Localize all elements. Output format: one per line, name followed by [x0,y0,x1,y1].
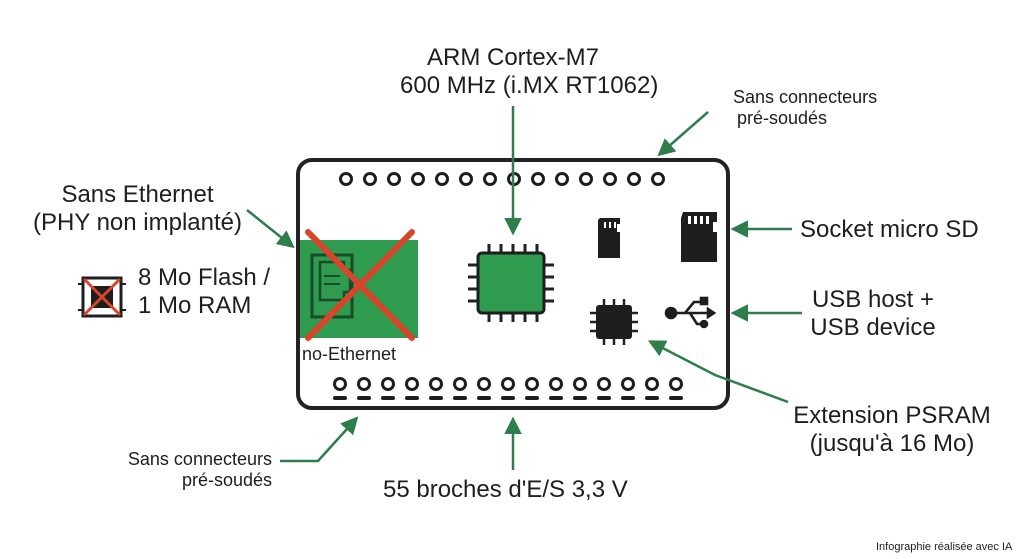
top-headers-label: Sans connecteurs pré-soudés [733,87,877,128]
header-pad [501,377,515,391]
header-pad [363,172,377,186]
header-pad [381,377,395,391]
header-pad-trace [405,396,419,400]
header-pad [645,377,659,391]
header-pad [357,377,371,391]
header-pad [459,172,473,186]
psram-chip-icon [590,299,638,345]
ethernet-label: Sans Ethernet (PHY non implanté) [20,181,255,236]
ethernet-line1: Sans Ethernet [61,181,214,208]
arrow-top-headers [657,111,709,157]
header-pad-trace [621,396,635,400]
header-pad [555,172,569,186]
header-pad [669,377,683,391]
header-pad [435,172,449,186]
top-headers-line2: pré-soudés [737,107,828,128]
no-ethernet-label: no-Ethernet [302,344,397,364]
header-pad [339,172,353,186]
arrow-psram [647,340,789,404]
header-pad [483,172,497,186]
header-pad [477,377,491,391]
usb-label: USB host + USB device [803,286,943,341]
header-pad-trace [501,396,515,400]
ethernet-line2: (PHY non implanté) [33,208,242,236]
psram-line1: Extension PSRAM [793,402,991,429]
header-pad [333,377,347,391]
header-pad [387,172,401,186]
header-pad [627,172,641,186]
header-pad-trace [477,396,491,400]
bottom-headers-line2: pré-soudés [181,469,272,490]
microsd-card-icon [681,212,717,262]
flash-chip-crossed-icon [78,276,126,318]
header-pad-trace [573,396,587,400]
header-pad-trace [645,396,659,400]
header-pad [603,172,617,186]
header-pad-trace [381,396,395,400]
header-pad [651,172,665,186]
cpu-label-line2: 600 MHz (i.MX RT1062) [400,71,659,99]
arrow-bottom-headers [280,416,359,463]
psram-label: Extension PSRAM (jusqu'à 16 Mo) [786,402,998,457]
bottom-pin-header [333,377,683,400]
cpu-label: ARM Cortex-M7 600 MHz (i.MX RT1062) [400,44,659,99]
header-pad-trace [525,396,539,400]
microsd-icon [598,218,620,258]
top-headers-line1: Sans connecteurs [733,87,878,107]
flash-label: 8 Mo Flash / 1 Mo RAM [138,264,270,319]
header-pad-trace [669,396,683,400]
io-pins-label: 55 broches d'E/S 3,3 V [383,476,628,503]
ethernet-cross-icon [305,229,415,341]
psram-line2: (jusqu'à 16 Mo) [809,429,975,457]
flash-line1: 8 Mo Flash / [138,264,271,291]
usb-icon [664,296,717,329]
header-pad-trace [357,396,371,400]
header-pad [597,377,611,391]
header-pad [429,377,443,391]
cpu-label-line1: ARM Cortex-M7 [426,44,600,71]
flash-line2: 1 Mo RAM [138,291,252,319]
header-pad-trace [453,396,467,400]
header-pad [621,377,635,391]
usb-line2: USB device [810,313,936,341]
header-pad [405,377,419,391]
header-pad [579,172,593,186]
header-pad-trace [429,396,443,400]
microsd-label: Socket micro SD [800,216,979,243]
top-pin-header [339,172,665,186]
ai-credit: Infographie réalisée avec IA [876,541,1013,553]
usb-line1: USB host + [811,286,935,313]
header-pad [549,377,563,391]
header-pad-trace [549,396,563,400]
cpu-chip-icon [468,244,554,322]
bottom-headers-line1: Sans connecteurs [127,449,272,469]
header-pad [573,377,587,391]
arrow-ethernet [246,209,295,249]
header-pad-trace [597,396,611,400]
bottom-headers-label: Sans connecteurs pré-soudés [96,449,272,490]
header-pad [531,172,545,186]
header-pad-trace [333,396,347,400]
header-pad [411,172,425,186]
header-pad [453,377,467,391]
header-pad [525,377,539,391]
